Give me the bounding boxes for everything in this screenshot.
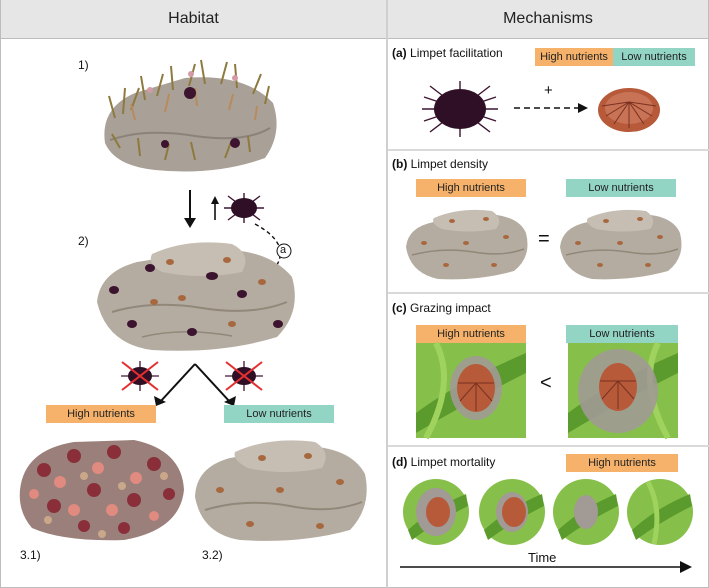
habitat-high-nutrients-tag: High nutrients (46, 405, 156, 423)
mortality-stage-2 (479, 479, 545, 545)
branch-arrows (154, 363, 236, 406)
panel-d-high-tag: High nutrients (566, 454, 678, 472)
time-axis-label: Time (528, 550, 557, 565)
panel-d-title-text: Limpet mortality (410, 455, 496, 469)
habitat-header: Habitat (1, 0, 386, 39)
transition-arrow-down (184, 190, 196, 228)
step-2-label: 2) (78, 234, 89, 248)
step-3-1-label: 3.1) (20, 548, 41, 562)
panel-a-letter: (a) (392, 46, 407, 60)
urchin-increase-arrow (211, 196, 219, 220)
panel-b-high-tag: High nutrients (416, 179, 526, 197)
panel-c-title: (c) Grazing impact (392, 301, 491, 315)
panel-a-title-text: Limpet facilitation (410, 46, 503, 60)
density-relation: = (538, 228, 550, 250)
panel-b-separator (388, 292, 709, 294)
loop-marker-label: a (280, 244, 287, 256)
panel-a-title: (a) Limpet facilitation (392, 46, 503, 60)
facilitation-arrow (514, 103, 588, 113)
step-1-label: 1) (78, 58, 89, 72)
panel-c-title-text: Grazing impact (410, 301, 491, 315)
panel-c-high-tag: High nutrients (416, 325, 526, 343)
panel-d-title: (d) Limpet mortality (392, 455, 495, 469)
mechanisms-header: Mechanisms (388, 0, 708, 39)
mortality-stage-4 (627, 479, 693, 545)
facilitation-sign: + (544, 82, 553, 99)
algae-covered-rock (104, 59, 277, 172)
panel-a-high-tag: High nutrients (535, 48, 613, 66)
urchin-removed-right-icon (225, 361, 263, 391)
panel-b-letter: (b) (392, 157, 408, 171)
step-3-2-label: 3.2) (202, 548, 223, 562)
panel-c-grazing-low (568, 341, 678, 440)
loop-marker-circle (276, 243, 292, 259)
panel-c-letter: (c) (392, 301, 407, 315)
recovered-algae-rock (19, 440, 184, 541)
panel-b-title-text: Limpet density (410, 157, 489, 171)
panel-d-letter: (d) (392, 455, 408, 469)
panel-a-low-tag: Low nutrients (613, 48, 695, 66)
panel-b-rock-low (560, 209, 682, 280)
column-divider (386, 0, 388, 588)
panel-c-low-tag: Low nutrients (566, 325, 678, 343)
mortality-stage-1 (403, 479, 469, 545)
barren-rock-limpets (195, 440, 367, 541)
panel-b-low-tag: Low nutrients (566, 179, 676, 197)
habitat-low-nutrients-tag: Low nutrients (224, 405, 334, 423)
urchin-removed-left-icon (121, 361, 159, 391)
time-axis-arrow (400, 561, 692, 573)
grazing-relation: < (540, 372, 552, 394)
urchin-icon (224, 193, 264, 223)
panel-c-grazing-high (416, 341, 526, 440)
panel-b-rock-high (406, 209, 528, 280)
panel-b-title: (b) Limpet density (392, 157, 488, 171)
mortality-stage-3 (553, 479, 619, 545)
panel-a-separator (388, 149, 709, 151)
panel-c-separator (388, 445, 709, 447)
panel-a-urchin-icon (422, 81, 498, 137)
panel-a-limpet-icon (598, 88, 660, 132)
barren-rock-urchins (97, 242, 295, 351)
